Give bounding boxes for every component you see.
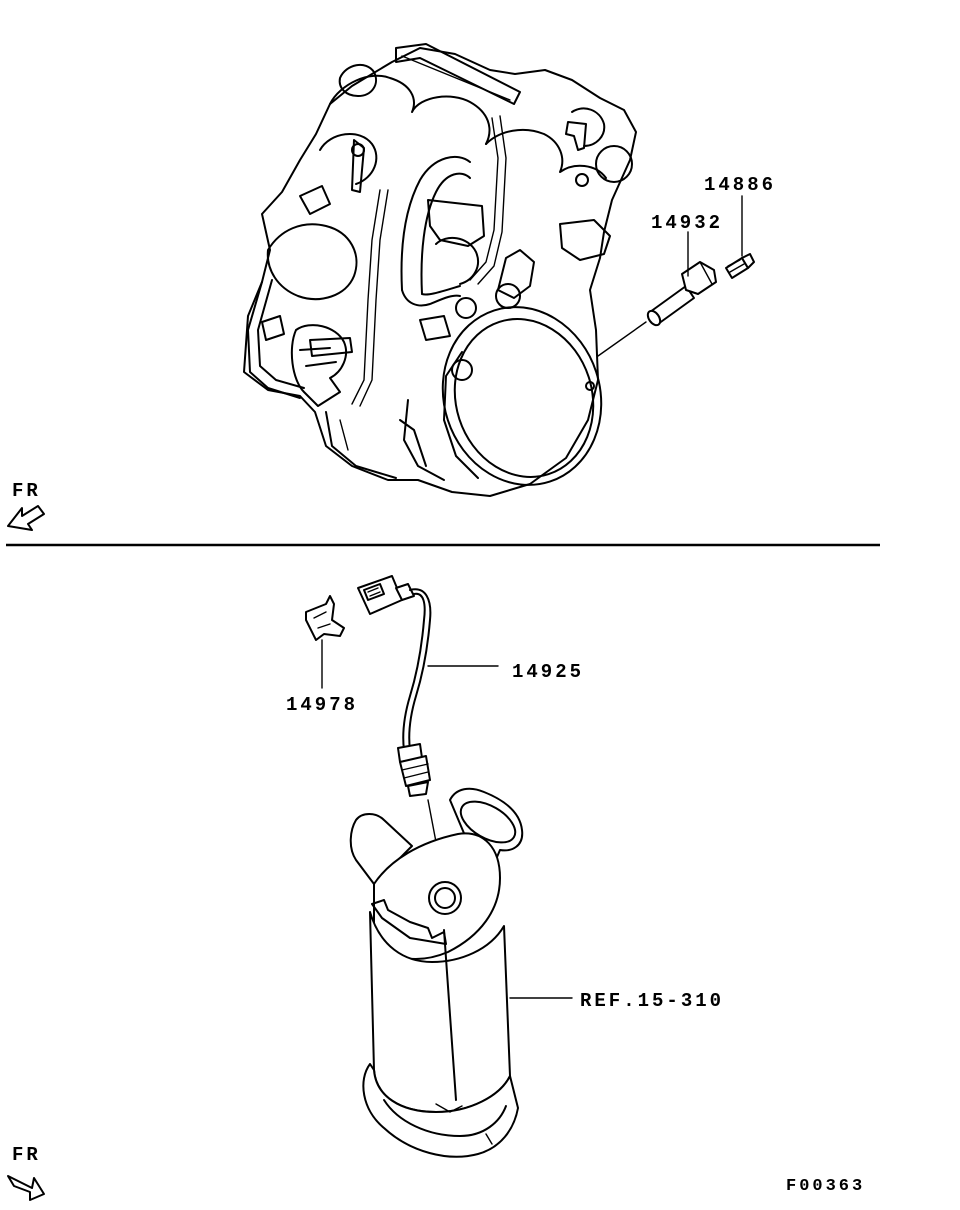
fr-arrow-bottom-icon	[7, 1175, 45, 1201]
dpf-assembly	[349, 787, 524, 1158]
label-14886: 14886	[704, 174, 776, 196]
fr-label-top: FR	[12, 480, 41, 502]
label-14978: 14978	[286, 694, 358, 716]
fr-arrow-top-icon	[7, 505, 45, 531]
engine-assembly	[243, 43, 637, 497]
figure-code: F00363	[786, 1177, 865, 1196]
label-ref: REF.15-310	[580, 990, 724, 1012]
leader-lines-top	[597, 195, 743, 357]
bracket-14978	[305, 595, 345, 641]
exhaust-temp-sensor	[397, 743, 431, 797]
fr-label-bottom: FR	[12, 1144, 41, 1166]
label-14925: 14925	[512, 661, 584, 683]
crank-sensor-14932	[646, 261, 717, 327]
sensor-cable	[408, 588, 432, 751]
bolt-14886	[725, 253, 755, 279]
label-14932: 14932	[651, 212, 723, 234]
connector-14925	[357, 575, 415, 615]
